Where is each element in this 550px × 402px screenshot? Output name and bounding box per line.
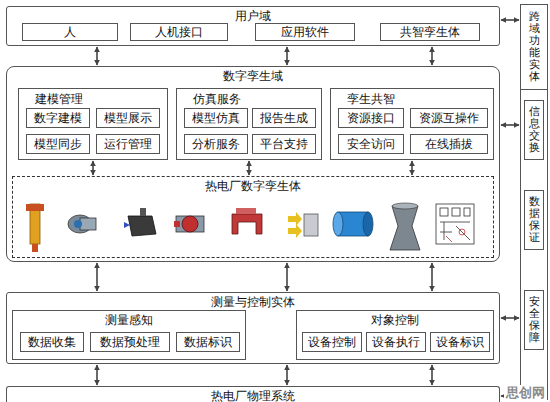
- box-label: 模型同步: [34, 137, 82, 151]
- domain-panel: 测量与控制实体测量感知数据收集 数据预处理 数据标识 对象控制设备控制 设备执行 设备标识: [6, 292, 500, 364]
- box-label: 在线插拔: [425, 137, 473, 151]
- function-box: 平台支持: [252, 134, 316, 154]
- function-box: 资源接口: [338, 108, 404, 128]
- function-box: 安全访问: [338, 134, 404, 154]
- box-label: 安全访问: [347, 137, 395, 151]
- service-group: 建模管理数字建模 模型展示模型同步 运行管理: [18, 88, 168, 160]
- function-box: 模型仿真: [184, 108, 248, 128]
- double-arrow: [501, 124, 519, 126]
- double-arrow: [92, 161, 94, 175]
- box-label: 数字建模: [34, 111, 82, 125]
- function-box: 共智孪生体: [380, 23, 480, 41]
- box-label: 资源互操作: [419, 111, 479, 125]
- box-label: 数据保证: [529, 196, 540, 244]
- double-arrow: [411, 161, 413, 175]
- function-box: 分析服务: [184, 134, 248, 154]
- double-arrow: [286, 47, 288, 65]
- sub-panel: 对象控制设备控制 设备执行 设备标识: [296, 310, 494, 360]
- panel-title: 数字孪生域: [7, 69, 499, 83]
- function-box: 数据标识: [176, 332, 240, 352]
- function-box: 数据预处理: [90, 332, 170, 352]
- box-label: 平台支持: [260, 137, 308, 151]
- double-arrow: [248, 161, 250, 175]
- panel-title: 对象控制: [297, 313, 493, 327]
- tower-icon: [390, 203, 420, 250]
- box-label: 设备执行: [372, 335, 420, 349]
- pump-icon: [174, 216, 204, 232]
- watermark: 思创网: [504, 385, 547, 400]
- double-arrow: [286, 263, 288, 291]
- twin-body: 热电厂数字孪生体: [12, 176, 494, 258]
- function-box: 应用软件: [255, 23, 355, 41]
- function-box: 模型展示: [96, 108, 160, 128]
- function-box: 设备控制: [302, 332, 362, 352]
- function-box: 人: [22, 23, 118, 41]
- function-box: 数据收集: [20, 332, 84, 352]
- function-box: 在线插拔: [410, 134, 488, 154]
- function-box: 模型同步: [26, 134, 90, 154]
- heater-icon: [232, 208, 262, 234]
- box-label: 数据标识: [184, 335, 232, 349]
- box-label: 数据预处理: [100, 335, 160, 349]
- function-box: 数字建模: [26, 108, 90, 128]
- flow-icon: [288, 212, 318, 238]
- double-arrow: [501, 19, 519, 21]
- function-box: 报告生成: [252, 108, 316, 128]
- double-arrow: [286, 365, 288, 385]
- panel-title: 热电厂物理系统: [7, 389, 499, 402]
- cross-domain-box: 数据保证: [524, 190, 544, 250]
- panel-title: 跨域功能实体: [529, 11, 540, 84]
- box-label: 人: [64, 25, 76, 39]
- function-box: 运行管理: [96, 134, 160, 154]
- box-label: 应用软件: [281, 25, 329, 39]
- service-group: 孪生共智资源接口 资源互操作安全访问 在线插拔: [330, 88, 494, 160]
- domain-panel: 数字孪生域建模管理数字建模 模型展示模型同步 运行管理 仿真服务模型仿真 报告生成分析服…: [6, 66, 500, 262]
- drum-icon: [333, 212, 373, 236]
- valve-icon: [124, 208, 156, 236]
- box-label: 设备控制: [308, 335, 356, 349]
- function-box: 设备标识: [430, 332, 490, 352]
- boiler-icon: [26, 204, 44, 252]
- panel-title: 测量与控制实体: [7, 295, 499, 309]
- box-label: 运行管理: [104, 137, 152, 151]
- domain-panel: 用户域人 人机接口 应用软件 共智孪生体: [6, 6, 500, 46]
- double-arrow: [431, 47, 433, 65]
- function-box: 人机接口: [130, 23, 228, 41]
- box-label: 报告生成: [260, 111, 308, 125]
- box-label: 模型展示: [104, 111, 152, 125]
- double-arrow: [501, 317, 519, 319]
- function-box: 设备执行: [366, 332, 426, 352]
- domain-panel: 热电厂物理系统: [6, 386, 500, 402]
- double-arrow: [96, 263, 98, 291]
- box-label: 信息交换: [529, 106, 540, 154]
- function-box: 资源互操作: [410, 108, 488, 128]
- double-arrow: [96, 365, 98, 385]
- box-label: 数据收集: [28, 335, 76, 349]
- panel-title: 仿真服务: [193, 92, 241, 106]
- cross-domain-box: 信息交换: [524, 100, 544, 160]
- double-arrow: [96, 47, 98, 65]
- panel-title: 孪生共智: [347, 92, 395, 106]
- box-label: 资源接口: [347, 111, 395, 125]
- cross-domain-column: 跨域功能实体信息交换数据保证安全保障: [520, 4, 548, 400]
- panel-title: 测量感知: [13, 313, 245, 327]
- box-label: 共智孪生体: [400, 25, 460, 39]
- double-arrow: [431, 365, 433, 385]
- service-group: 仿真服务模型仿真 报告生成分析服务 平台支持: [176, 88, 322, 160]
- box-label: 模型仿真: [192, 111, 240, 125]
- cross-domain-box: 安全保障: [524, 290, 544, 350]
- double-arrow: [431, 263, 433, 291]
- panel-title: 建模管理: [35, 92, 83, 106]
- box-label: 设备标识: [436, 335, 484, 349]
- schematic-icon: [436, 204, 474, 244]
- sub-panel: 测量感知数据收集 数据预处理 数据标识: [12, 310, 246, 360]
- panel-title: 用户域: [7, 9, 499, 23]
- box-label: 分析服务: [192, 137, 240, 151]
- box-label: 安全保障: [529, 296, 540, 344]
- box-label: 人机接口: [155, 25, 203, 39]
- panel-title: 热电厂数字孪生体: [13, 179, 493, 193]
- column-divider: [521, 89, 547, 90]
- turbine-icon: [68, 215, 96, 233]
